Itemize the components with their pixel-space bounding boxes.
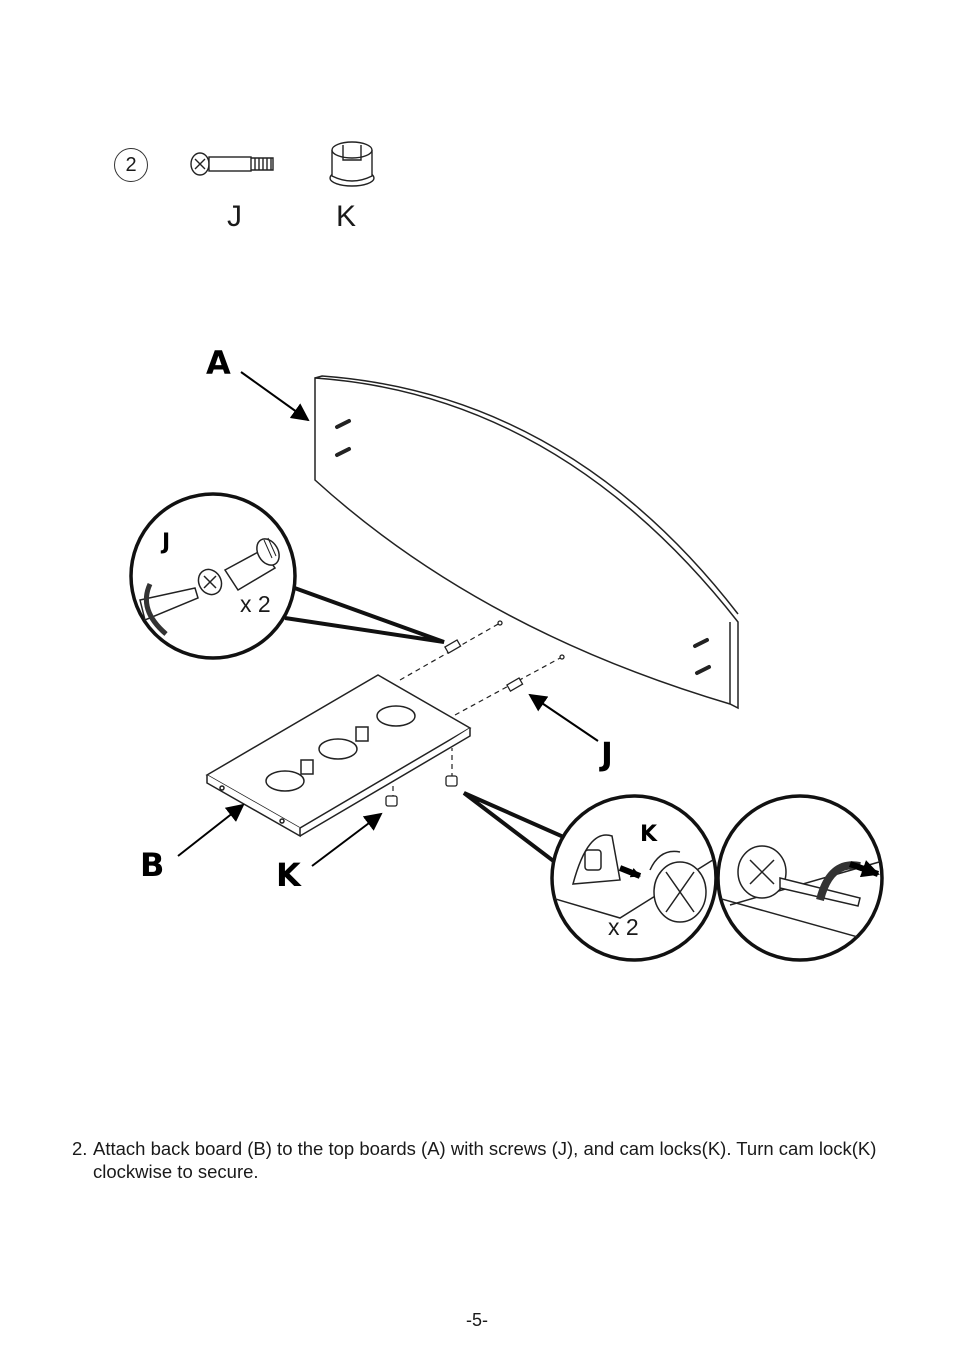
instruction-text: Attach back board (B) to the top boards … bbox=[93, 1138, 877, 1182]
leader-arrows bbox=[177, 371, 599, 867]
detail-k-callout bbox=[462, 791, 884, 962]
label-screw-j: J bbox=[601, 735, 613, 773]
detail-k-label: K bbox=[640, 822, 658, 847]
part-letter-j: J bbox=[227, 200, 242, 233]
cam-lock-icon bbox=[329, 141, 375, 187]
part-letter-k: K bbox=[336, 200, 357, 233]
instruction-step-2: 2. Attach back board (B) to the top boar… bbox=[72, 1137, 922, 1183]
detail-j-label: J bbox=[162, 530, 171, 555]
label-back-board-b: B bbox=[140, 846, 165, 884]
parts-count-badge: 2 bbox=[114, 148, 148, 182]
detail-j-quantity: x 2 bbox=[240, 591, 271, 617]
instruction-number: 2. bbox=[72, 1138, 88, 1159]
screw-markers bbox=[444, 620, 565, 692]
label-top-board-a: A bbox=[206, 344, 231, 382]
label-cam-lock-k: K bbox=[276, 856, 301, 894]
cam-lock-markers bbox=[385, 775, 458, 807]
page-number: -5- bbox=[466, 1310, 488, 1330]
top-board-a bbox=[314, 375, 739, 710]
detail-j-callout bbox=[129, 492, 445, 660]
back-board-b bbox=[205, 674, 472, 838]
cam-bolt-icon bbox=[190, 152, 274, 176]
detail-k-quantity: x 2 bbox=[608, 914, 639, 940]
